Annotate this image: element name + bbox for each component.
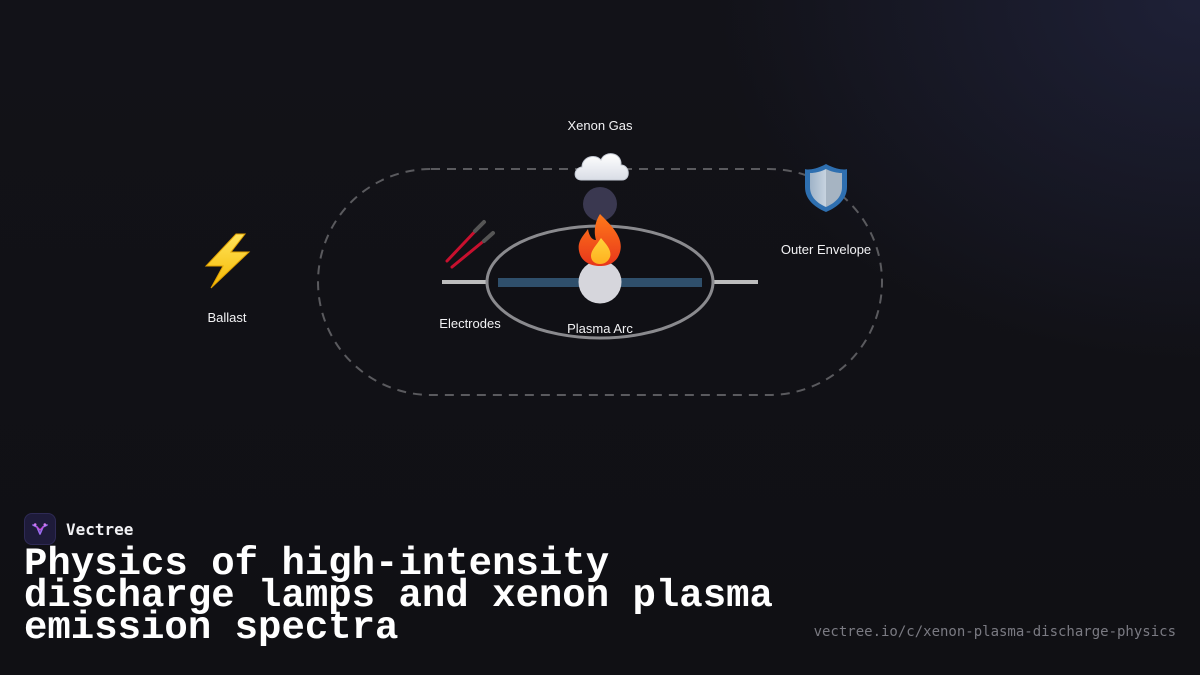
ballast-node: Ballast <box>204 233 251 325</box>
electrodes-label: Electrodes <box>439 316 501 331</box>
cloud-icon <box>574 153 629 181</box>
plasma-core <box>578 260 622 304</box>
shield-icon <box>805 164 847 212</box>
outer-envelope-label: Outer Envelope <box>781 242 871 257</box>
brand: Vectree <box>24 512 133 546</box>
xenon-gas-label: Xenon Gas <box>567 118 633 133</box>
course-url: vectree.io/c/xenon-plasma-discharge-phys… <box>813 624 1176 640</box>
plasma-arc-node: Plasma Arc <box>567 214 633 336</box>
outer-envelope-node: Outer Envelope <box>781 164 871 257</box>
vectree-logo-icon <box>24 513 56 545</box>
gas-particle <box>583 187 617 221</box>
lightning-bolt-icon <box>204 233 251 289</box>
electrodes-node: Electrodes <box>439 220 501 331</box>
ballast-label: Ballast <box>207 310 246 325</box>
plasma-arc-label: Plasma Arc <box>567 321 633 336</box>
electrode-rods-icon <box>445 220 495 269</box>
flame-icon <box>578 214 621 266</box>
page-title: Physics of high-intensity discharge lamp… <box>24 542 773 650</box>
xenon-gas-node: Xenon Gas <box>567 118 633 181</box>
brand-name: Vectree <box>66 519 134 539</box>
